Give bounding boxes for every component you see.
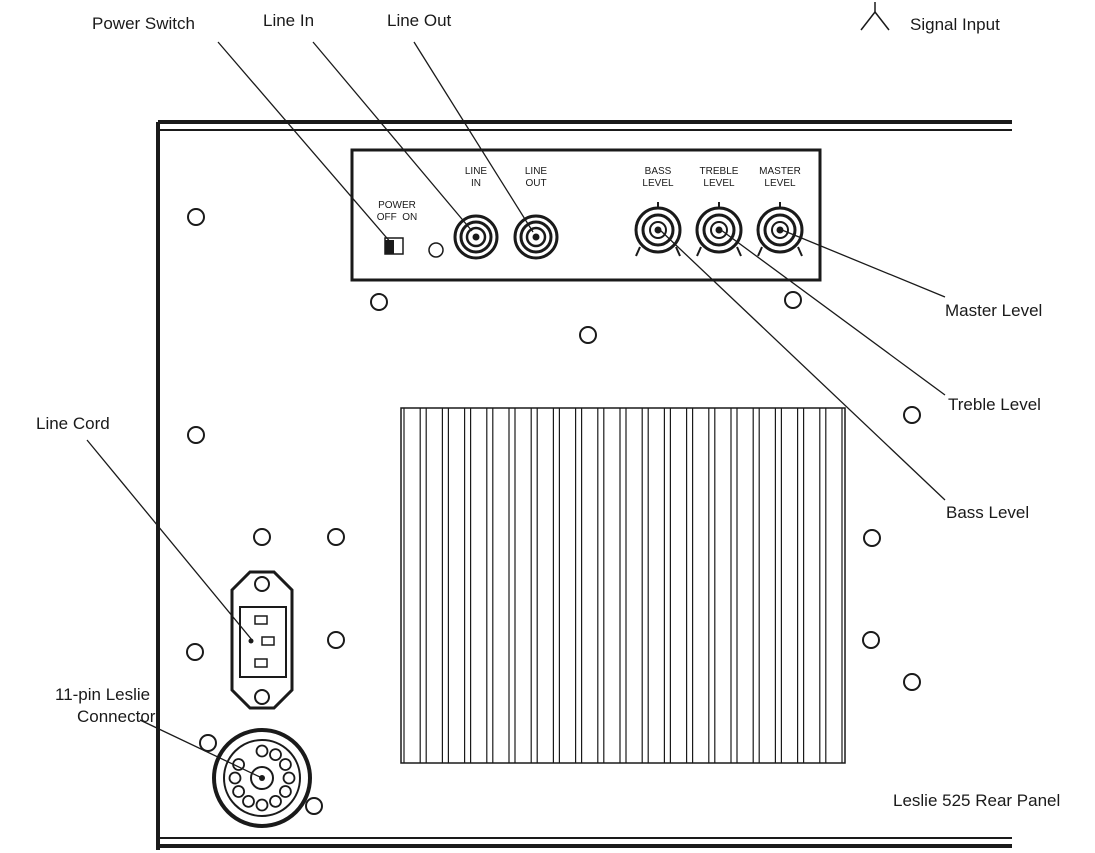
callout-signal-input: Signal Input: [910, 15, 1000, 34]
screw-hole: [327, 631, 345, 649]
connector-pin: [278, 758, 292, 771]
bass-label-2: LEVEL: [642, 178, 674, 189]
callout-leslie-connector-2: Connector: [77, 707, 156, 726]
leader-treble-level: [720, 229, 946, 396]
heatsink: [400, 407, 846, 764]
screw-hole: [305, 797, 323, 815]
screw-hole: [862, 631, 880, 649]
treble-level-knob[interactable]: [695, 202, 743, 257]
screw-holes: [186, 208, 921, 815]
leader-line-in: [312, 41, 473, 232]
treble-label: TREBLE: [700, 166, 739, 177]
callout-bass-level: Bass Level: [946, 503, 1029, 522]
callout-master-level: Master Level: [945, 301, 1042, 320]
bass-level-knob[interactable]: [634, 202, 682, 257]
leader-line-out: [413, 41, 534, 233]
control-panel-box: [350, 148, 822, 282]
connector-pin: [282, 771, 296, 785]
connector-pin: [269, 795, 282, 808]
callout-power-switch: Power Switch: [92, 14, 195, 33]
callout-line-out: Line Out: [387, 11, 452, 30]
screw-hole: [187, 208, 205, 226]
power-label: POWER: [378, 200, 416, 211]
connector-pin: [242, 795, 255, 808]
screw-hole: [327, 528, 345, 546]
leader-bass-level: [659, 229, 946, 501]
leader-power-switch: [217, 41, 393, 245]
screw-hole: [903, 673, 921, 691]
screw-hole: [186, 643, 204, 661]
power-off-on-label: OFF ON: [377, 212, 418, 223]
iec-power-inlet[interactable]: [230, 570, 294, 710]
master-label: MASTER: [759, 166, 801, 177]
screw-hole: [199, 734, 217, 752]
master-label-2: LEVEL: [764, 178, 796, 189]
callout-treble-level: Treble Level: [948, 395, 1041, 414]
leader-leslie-connector: [139, 719, 263, 779]
screw-hole: [253, 528, 271, 546]
screw-hole: [187, 426, 205, 444]
bass-label: BASS: [645, 166, 672, 177]
screw-hole: [903, 406, 921, 424]
callout-leslie-connector-1: 11-pin Leslie: [55, 685, 150, 704]
connector-pin: [255, 744, 269, 758]
leader-line-cord: [86, 439, 253, 641]
line-out-label: LINE: [525, 166, 548, 177]
leader-master-level: [781, 229, 946, 298]
connector-pin: [269, 748, 282, 761]
line-in-jack[interactable]: [453, 214, 499, 260]
screw-hole: [579, 326, 597, 344]
callout-line-cord: Line Cord: [36, 414, 110, 433]
connector-pin: [255, 798, 269, 812]
screw-hole: [784, 291, 802, 309]
line-in-label-2: IN: [471, 178, 481, 189]
leader-lines: [86, 41, 946, 779]
line-out-label-2: OUT: [525, 178, 546, 189]
screw-hole: [370, 293, 388, 311]
caption: Leslie 525 Rear Panel: [893, 791, 1060, 810]
chassis-outline: [156, 120, 1012, 850]
connector-pin: [278, 785, 292, 798]
master-level-knob[interactable]: [756, 202, 804, 257]
connector-pin: [228, 771, 242, 785]
screw-hole: [863, 529, 881, 547]
connector-pin: [232, 785, 246, 798]
callout-line-in: Line In: [263, 11, 314, 30]
line-out-jack[interactable]: [513, 214, 559, 260]
power-switch[interactable]: [384, 237, 404, 255]
indicator-hole: [428, 242, 444, 258]
signal-input-icon: [860, 2, 890, 31]
treble-label-2: LEVEL: [703, 178, 735, 189]
panel-labels: POWER OFF ON LINE IN LINE OUT BASS LEVEL…: [377, 166, 801, 223]
line-in-label: LINE: [465, 166, 488, 177]
